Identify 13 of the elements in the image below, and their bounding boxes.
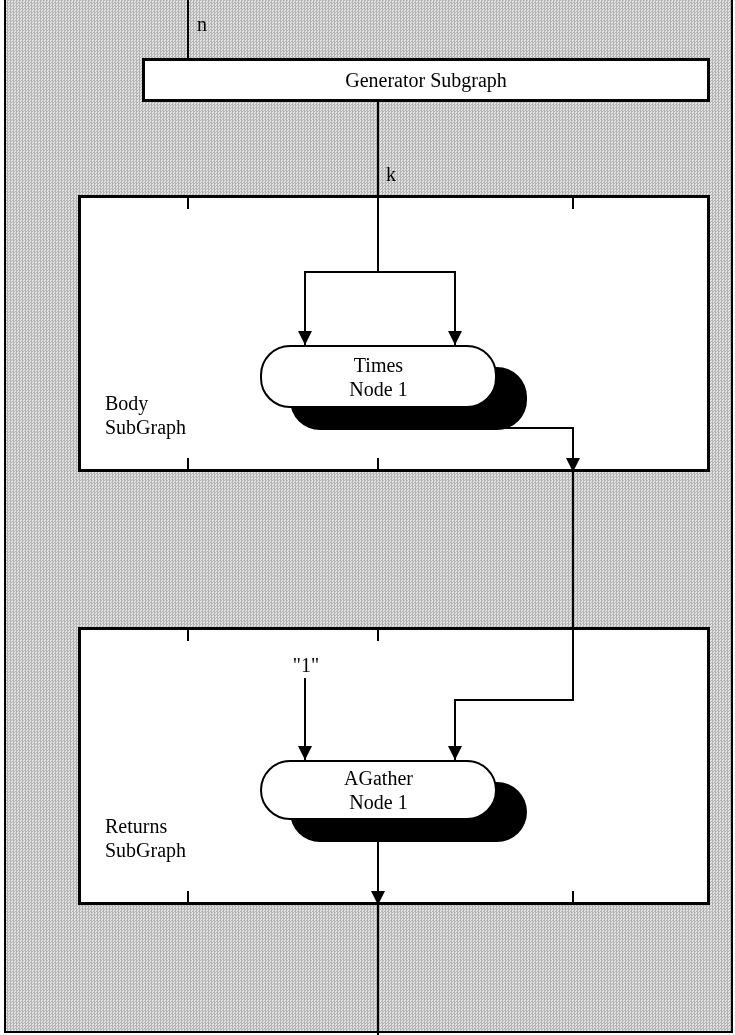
connector-line: [377, 101, 379, 196]
edge-label: n: [197, 14, 207, 34]
subgraph-box: [78, 627, 710, 905]
subgraph-label: Body SubGraph: [105, 391, 188, 439]
input-constant: "1": [281, 652, 331, 678]
subgraph-box: Generator Subgraph: [142, 58, 710, 102]
connector-line: [377, 904, 379, 1035]
subgraph-label: Returns SubGraph: [105, 814, 188, 862]
arrow: [298, 677, 312, 761]
edge-label: k: [386, 164, 396, 184]
connector-line: [572, 471, 574, 628]
subgraph-box: [78, 195, 710, 472]
connector-line: [187, 0, 189, 59]
